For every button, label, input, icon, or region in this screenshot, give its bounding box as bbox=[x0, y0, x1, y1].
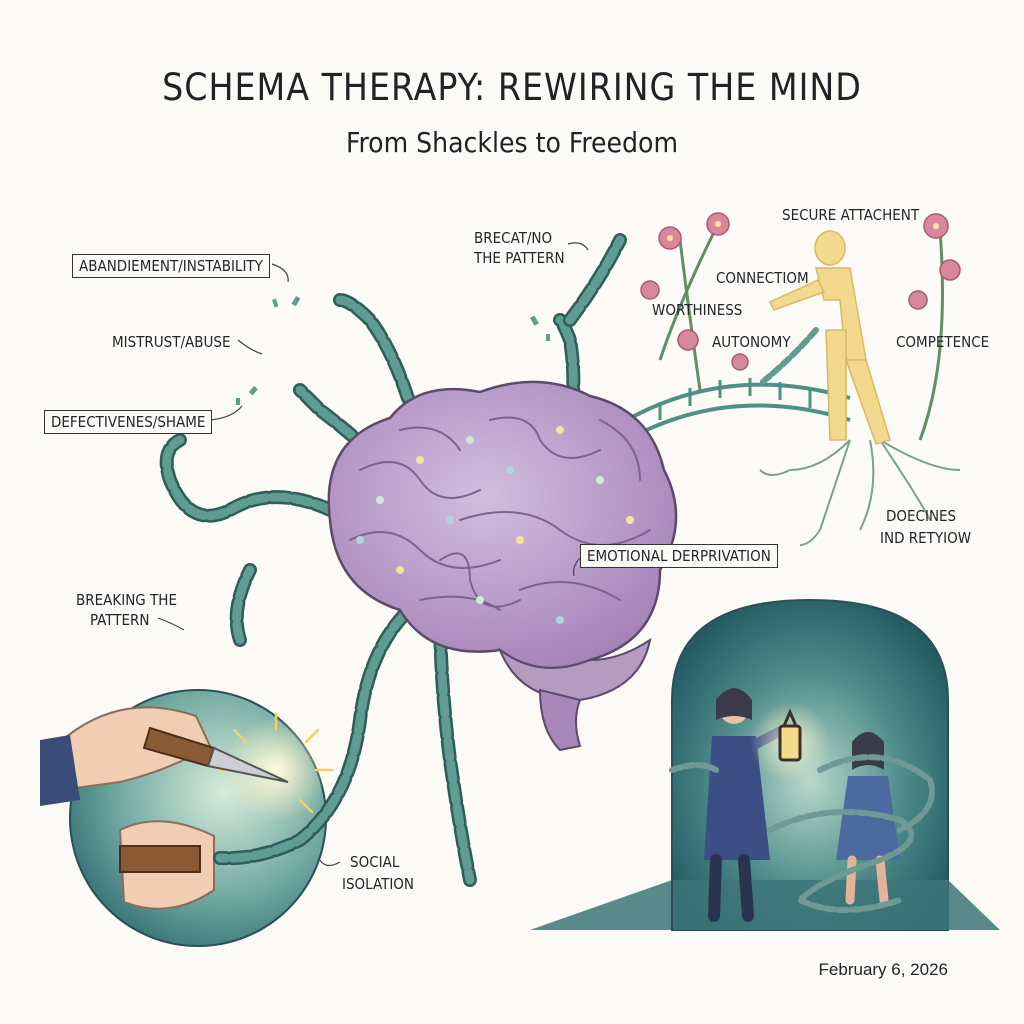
chain-8 bbox=[435, 605, 475, 885]
chain-1 bbox=[162, 435, 355, 525]
label-worthiness: WORTHINESS bbox=[652, 301, 743, 319]
chain-7 bbox=[215, 595, 425, 863]
label-social-2: ISOLATION bbox=[342, 875, 415, 893]
tunnel-scene bbox=[530, 598, 1000, 931]
label-autonomy: AUTONOMY bbox=[712, 333, 791, 351]
chain-fragments bbox=[236, 296, 550, 405]
page-title: SCHEMA THERAPY: REWIRING THE MIND bbox=[162, 66, 862, 109]
label-breaking-top-1: BRECAT/NO bbox=[474, 229, 553, 247]
lantern-icon bbox=[750, 702, 830, 782]
label-breaking-left-1: BREAKING THE bbox=[76, 591, 177, 609]
label-secure-attachment: SECURE ATTACHENT bbox=[782, 206, 920, 224]
date-stamp: February 6, 2026 bbox=[818, 960, 948, 979]
roots bbox=[759, 439, 961, 546]
label-connection: CONNECTIOM bbox=[716, 269, 809, 287]
label-roots-2: IND RETYIOW bbox=[880, 529, 972, 547]
chain-6 bbox=[232, 565, 255, 645]
page-subtitle: From Shackles to Freedom bbox=[345, 126, 679, 159]
leader-lines bbox=[157, 242, 589, 867]
label-emotional-deprivation: EMOTIONAL DERPRIVATION bbox=[580, 544, 778, 568]
label-abandonment: ABANDIEMENT/INSTABILITY bbox=[72, 254, 270, 278]
chain-5 bbox=[565, 235, 625, 325]
label-social-1: SOCIAL bbox=[350, 853, 400, 871]
brain bbox=[327, 380, 678, 752]
label-breaking-left-2: PATTERN bbox=[90, 611, 150, 629]
label-mistrust: MISTRUST/ABUSE bbox=[112, 333, 231, 351]
growth-scene bbox=[640, 212, 961, 546]
chisel-scene bbox=[40, 689, 334, 947]
free-figure bbox=[768, 230, 891, 445]
label-competence: COMPETENCE bbox=[896, 333, 990, 351]
neural-sparks bbox=[356, 426, 634, 624]
label-breaking-top-2: THE PATTERN bbox=[474, 249, 565, 267]
label-roots-1: DOECINES bbox=[886, 507, 957, 525]
label-defectiveness: DEFECTIVENES/SHAME bbox=[44, 410, 213, 434]
